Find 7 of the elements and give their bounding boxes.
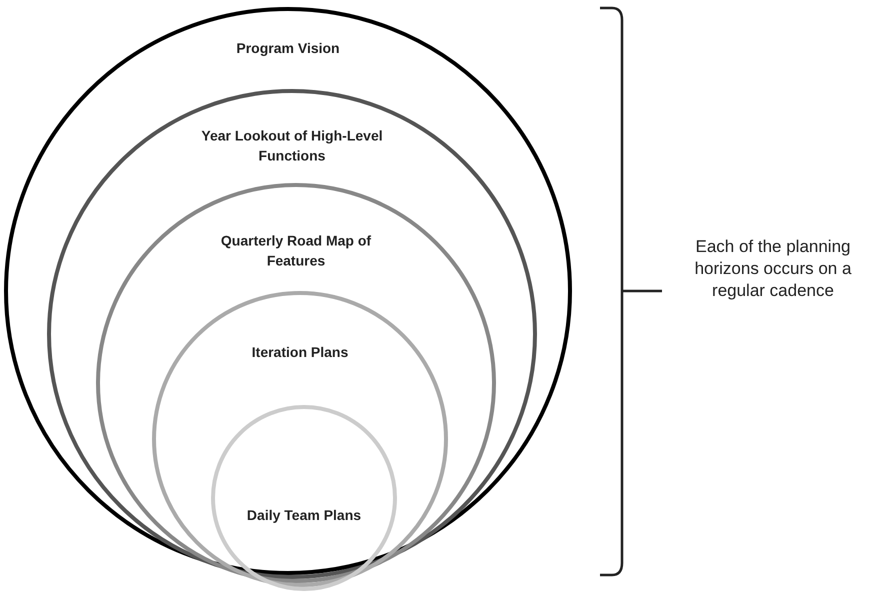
horizon-label: Iteration Plans	[250, 343, 350, 362]
planning-circle	[211, 405, 397, 591]
horizon-label: Program Vision	[235, 39, 341, 58]
horizon-label: Year Lookout of High-Level Functions	[200, 126, 384, 165]
note-text: Each of the planning horizons occurs on a regular cadence	[694, 236, 852, 302]
horizon-label: Quarterly Road Map of Features	[220, 231, 372, 270]
horizon-label: Daily Team Plans	[246, 506, 362, 526]
